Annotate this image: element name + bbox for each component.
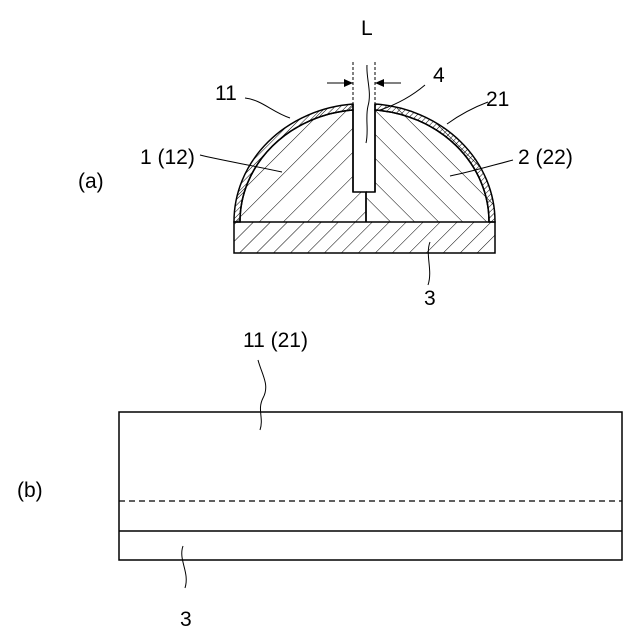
left-body (230, 100, 370, 230)
panel-label-b: (b) (17, 479, 43, 502)
label-right-body: 2 (22) (518, 146, 573, 169)
right-body (360, 100, 500, 230)
label-slit: 4 (433, 64, 445, 87)
label-right-coating: 21 (486, 88, 509, 111)
label-gap: L (361, 17, 373, 40)
base-plate (234, 222, 495, 253)
label-base-b: 3 (180, 608, 192, 631)
figure-a: (a) L 4 11 21 1 (12) 2 (22) 3 (78, 17, 573, 310)
label-left-coating: 11 (215, 82, 237, 105)
leader-lines-b (182, 360, 266, 588)
label-left-body: 1 (12) (140, 146, 195, 169)
label-base-a: 3 (424, 287, 436, 310)
panel-label-a: (a) (78, 170, 104, 193)
side-view-outline (119, 412, 622, 560)
dimension-gap (327, 62, 401, 104)
figure-b: (b) 11 (21) 3 (17, 329, 622, 631)
label-coating-b: 11 (21) (243, 329, 308, 352)
